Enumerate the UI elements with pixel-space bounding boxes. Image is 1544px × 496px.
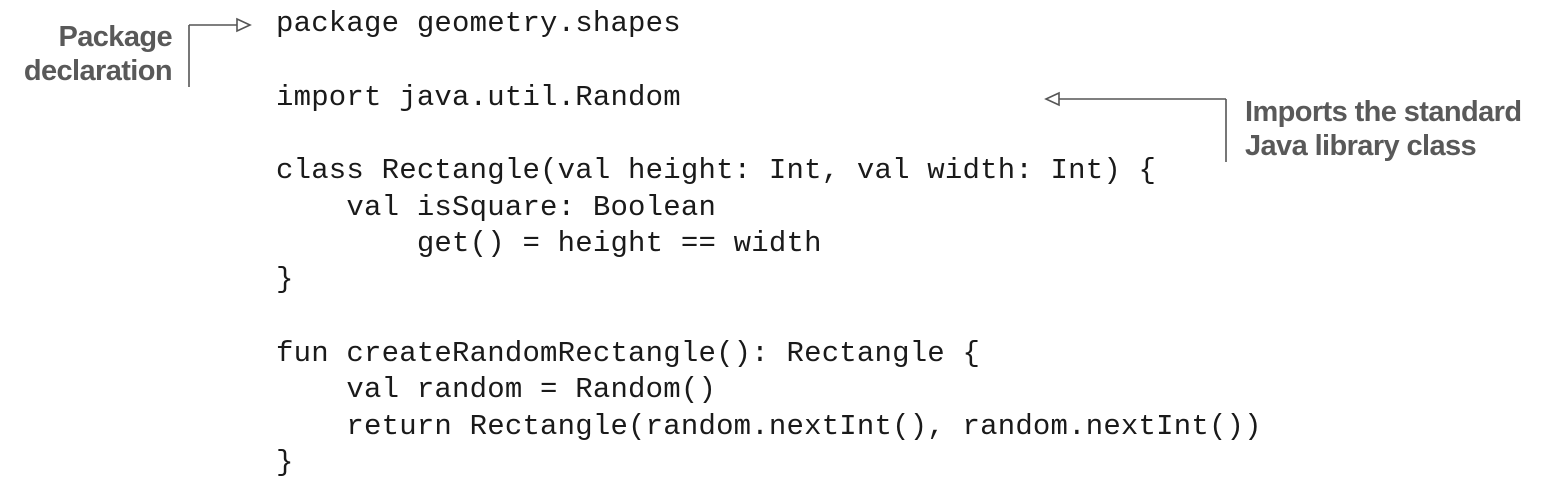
code-line-class-declaration: class Rectangle(val height: Int, val wid…: [276, 154, 1157, 187]
annotation-line: Java library class: [1245, 130, 1477, 162]
code-line-random-val: val random = Random(): [276, 373, 717, 406]
code-line-function-declaration: fun createRandomRectangle(): Rectangle {: [276, 337, 981, 370]
code-line-return: return Rectangle(random.nextInt(), rando…: [276, 410, 1262, 443]
code-line-property: val isSquare: Boolean: [276, 191, 717, 224]
annotation-line: Package: [58, 21, 173, 53]
annotation-line: Imports the standard: [1245, 96, 1522, 128]
code-line-getter: get() = height == width: [276, 227, 822, 260]
code-line-import: import java.util.Random: [276, 81, 681, 114]
import-annotation: Imports the standard Java library class: [1245, 95, 1522, 163]
annotation-line: declaration: [23, 55, 173, 87]
package-callout-arrow: [188, 17, 252, 87]
code-line-package: package geometry.shapes: [276, 7, 681, 40]
code-line-class-close: }: [276, 263, 294, 296]
package-declaration-annotation: Package declaration: [23, 20, 173, 88]
code-line-function-close: }: [276, 446, 294, 479]
import-callout-arrow: [1044, 91, 1227, 162]
